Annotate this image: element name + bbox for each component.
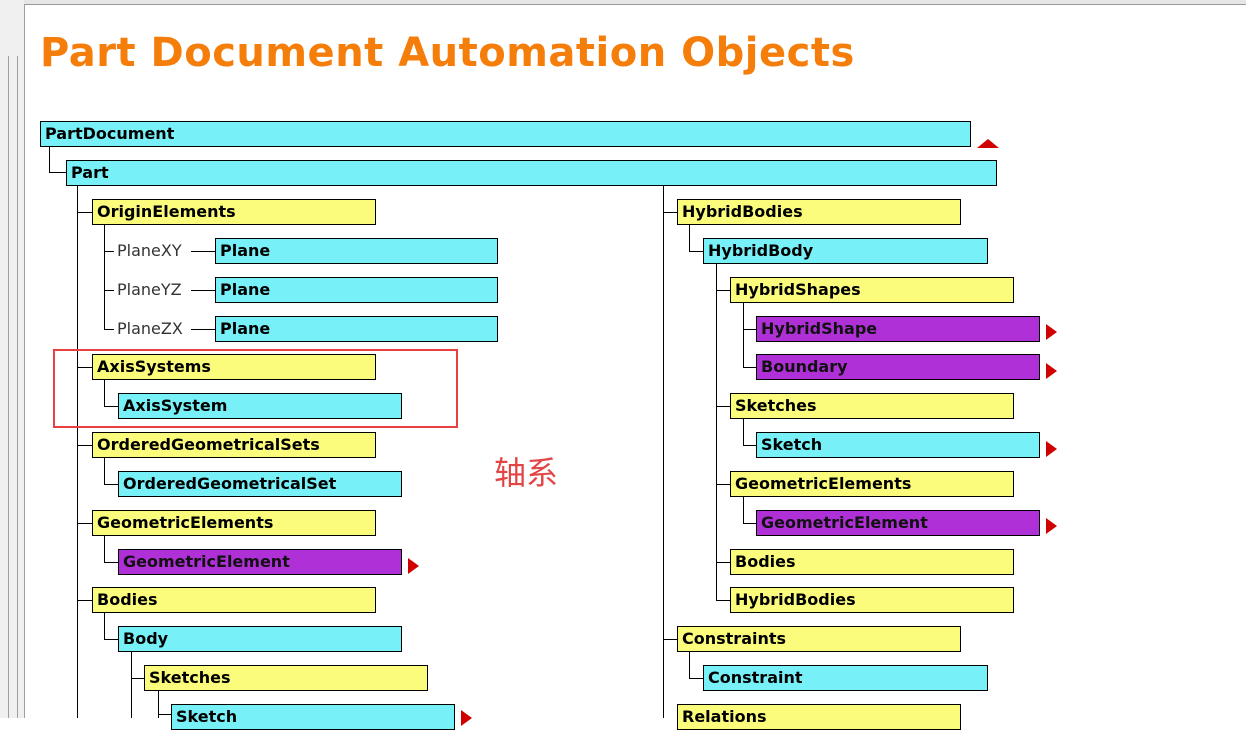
expand-arrow-icon[interactable]: [461, 710, 472, 726]
tree-connector: [663, 186, 664, 718]
tree-connector: [743, 419, 744, 445]
edge-label-planexy: PlaneXY: [117, 241, 182, 260]
expand-arrow-icon[interactable]: [1046, 324, 1057, 340]
window-left-frame: [0, 0, 25, 718]
tree-connector: [663, 212, 678, 213]
node-plane-yz[interactable]: Plane: [215, 277, 498, 303]
tree-connector: [191, 290, 216, 291]
highlight-box: [53, 349, 458, 428]
tree-connector: [689, 652, 690, 678]
tree-connector: [104, 406, 119, 407]
tree-connector: [131, 652, 132, 718]
node-geometricelement-right[interactable]: GeometricElement: [756, 510, 1040, 536]
tree-connector: [158, 714, 172, 715]
node-axissystems[interactable]: AxisSystems: [92, 354, 376, 380]
node-originelements[interactable]: OriginElements: [92, 199, 376, 225]
node-constraint[interactable]: Constraint: [703, 665, 988, 691]
node-hybridbodies-nested[interactable]: HybridBodies: [730, 587, 1014, 613]
tree-connector: [104, 380, 105, 406]
node-geometricelements-left[interactable]: GeometricElements: [92, 510, 376, 536]
tree-connector: [104, 329, 114, 330]
page-title: Part Document Automation Objects: [40, 30, 855, 76]
tree-connector: [104, 290, 114, 291]
node-geometricelement-left[interactable]: GeometricElement: [118, 549, 402, 575]
tree-connector: [104, 458, 105, 484]
node-bodies-right[interactable]: Bodies: [730, 549, 1014, 575]
tree-connector: [104, 613, 105, 639]
tree-connector: [77, 445, 92, 446]
tree-connector: [716, 406, 731, 407]
tree-connector: [158, 691, 159, 718]
node-plane-xy[interactable]: Plane: [215, 238, 498, 264]
node-bodies-left[interactable]: Bodies: [92, 587, 376, 613]
node-plane-zx[interactable]: Plane: [215, 316, 498, 342]
tree-connector: [743, 367, 757, 368]
edge-label-planezx: PlaneZX: [117, 319, 183, 338]
tree-connector: [191, 251, 216, 252]
tree-connector: [743, 523, 757, 524]
node-constraints[interactable]: Constraints: [677, 626, 961, 652]
expand-arrow-icon[interactable]: [408, 558, 419, 574]
tree-connector: [716, 562, 731, 563]
tree-connector: [77, 600, 92, 601]
node-partdocument[interactable]: PartDocument: [40, 121, 971, 147]
tree-connector: [104, 484, 119, 485]
node-hybridbodies-top[interactable]: HybridBodies: [677, 199, 961, 225]
tree-connector: [716, 484, 731, 485]
node-hybridshapes[interactable]: HybridShapes: [730, 277, 1014, 303]
tree-connector: [716, 290, 731, 291]
node-orderedgeometricalsets[interactable]: OrderedGeometricalSets: [92, 432, 376, 458]
tree-connector: [743, 303, 744, 367]
tree-connector: [663, 639, 678, 640]
tree-connector: [131, 678, 145, 679]
node-body-left[interactable]: Body: [118, 626, 402, 652]
tree-connector: [689, 678, 704, 679]
node-geometricelements-right[interactable]: GeometricElements: [730, 471, 1014, 497]
tree-connector: [49, 172, 66, 173]
scrollbar-track[interactable]: [8, 56, 18, 718]
tree-connector: [689, 225, 690, 251]
tree-connector: [689, 251, 704, 252]
tree-connector: [77, 186, 78, 718]
expand-arrow-icon[interactable]: [1046, 441, 1057, 457]
edge-label-planeyz: PlaneYZ: [117, 280, 182, 299]
node-orderedgeometricalset[interactable]: OrderedGeometricalSet: [118, 471, 402, 497]
annotation-text: 轴系: [494, 454, 559, 492]
tree-connector: [77, 523, 92, 524]
tree-connector: [77, 367, 92, 368]
tree-connector: [104, 251, 114, 252]
node-boundary[interactable]: Boundary: [756, 354, 1040, 380]
tree-connector: [104, 639, 119, 640]
tree-connector: [743, 445, 757, 446]
expand-arrow-icon[interactable]: [1046, 363, 1057, 379]
tree-connector: [716, 600, 731, 601]
node-axissystem[interactable]: AxisSystem: [118, 393, 402, 419]
window-top-frame: [24, 0, 1246, 5]
tree-connector: [77, 212, 92, 213]
tree-connector: [104, 536, 105, 562]
node-sketches-left[interactable]: Sketches: [144, 665, 428, 691]
tree-connector: [49, 147, 50, 173]
node-hybridshape[interactable]: HybridShape: [756, 316, 1040, 342]
node-sketch-left[interactable]: Sketch: [171, 704, 455, 730]
node-part[interactable]: Part: [66, 160, 997, 186]
node-relations[interactable]: Relations: [677, 704, 961, 730]
node-hybridbody[interactable]: HybridBody: [703, 238, 988, 264]
tree-connector: [191, 329, 216, 330]
tree-connector: [743, 329, 757, 330]
scroll-up-arrow-icon[interactable]: [977, 139, 999, 148]
node-sketches-right[interactable]: Sketches: [730, 393, 1014, 419]
node-sketch-right[interactable]: Sketch: [756, 432, 1040, 458]
expand-arrow-icon[interactable]: [1046, 518, 1057, 534]
tree-connector: [716, 264, 717, 600]
tree-connector: [743, 497, 744, 523]
tree-connector: [104, 562, 119, 563]
tree-connector: [104, 225, 105, 329]
